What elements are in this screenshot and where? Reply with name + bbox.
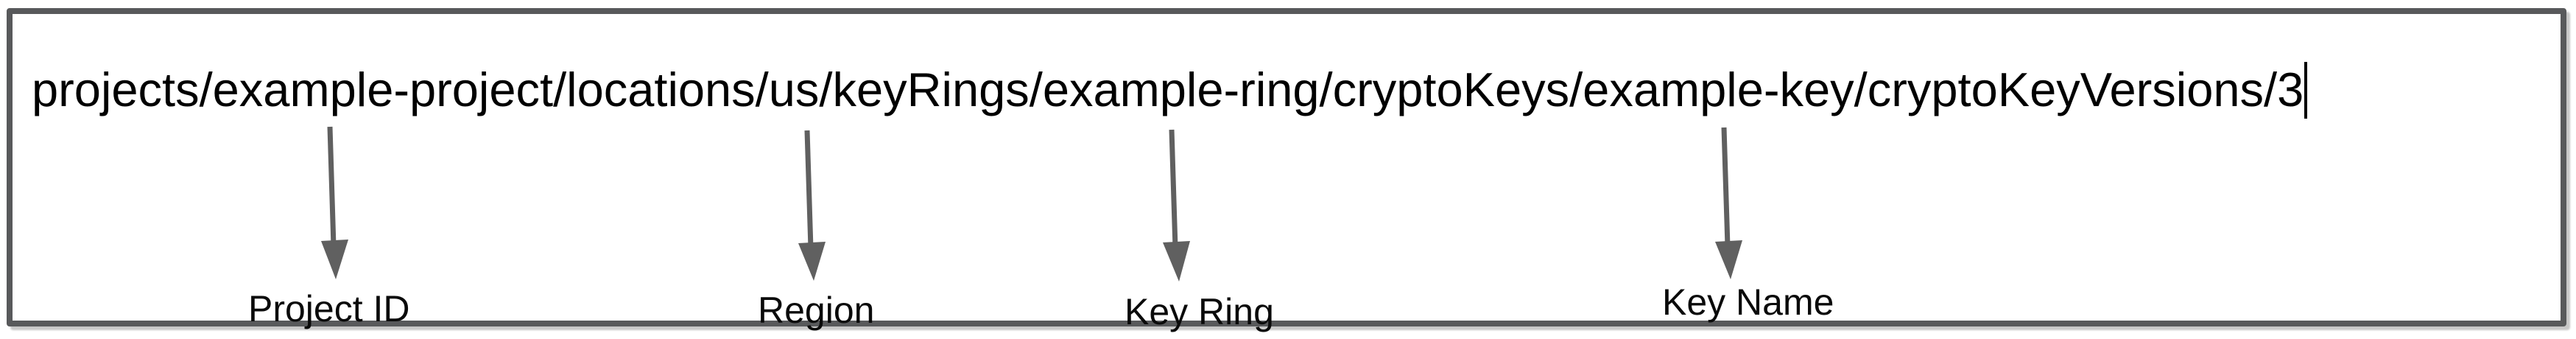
diagram-frame: projects/example-project/locations/us/ke… bbox=[7, 8, 2566, 331]
key-name-arrow-icon bbox=[1715, 127, 1742, 279]
region-label: Region bbox=[758, 290, 875, 331]
region-arrow-icon bbox=[798, 130, 826, 281]
resource-path: projects/example-project/locations/us/ke… bbox=[32, 62, 2308, 119]
key-name-label: Key Name bbox=[1662, 282, 1834, 323]
resource-path-value: projects/example-project/locations/us/ke… bbox=[32, 63, 2304, 116]
project-id-label: Project ID bbox=[248, 288, 410, 329]
key-ring-label: Key Ring bbox=[1125, 291, 1274, 332]
text-cursor bbox=[2304, 62, 2308, 119]
key-ring-arrow-icon bbox=[1163, 129, 1190, 282]
project-id-arrow-icon bbox=[321, 126, 348, 279]
